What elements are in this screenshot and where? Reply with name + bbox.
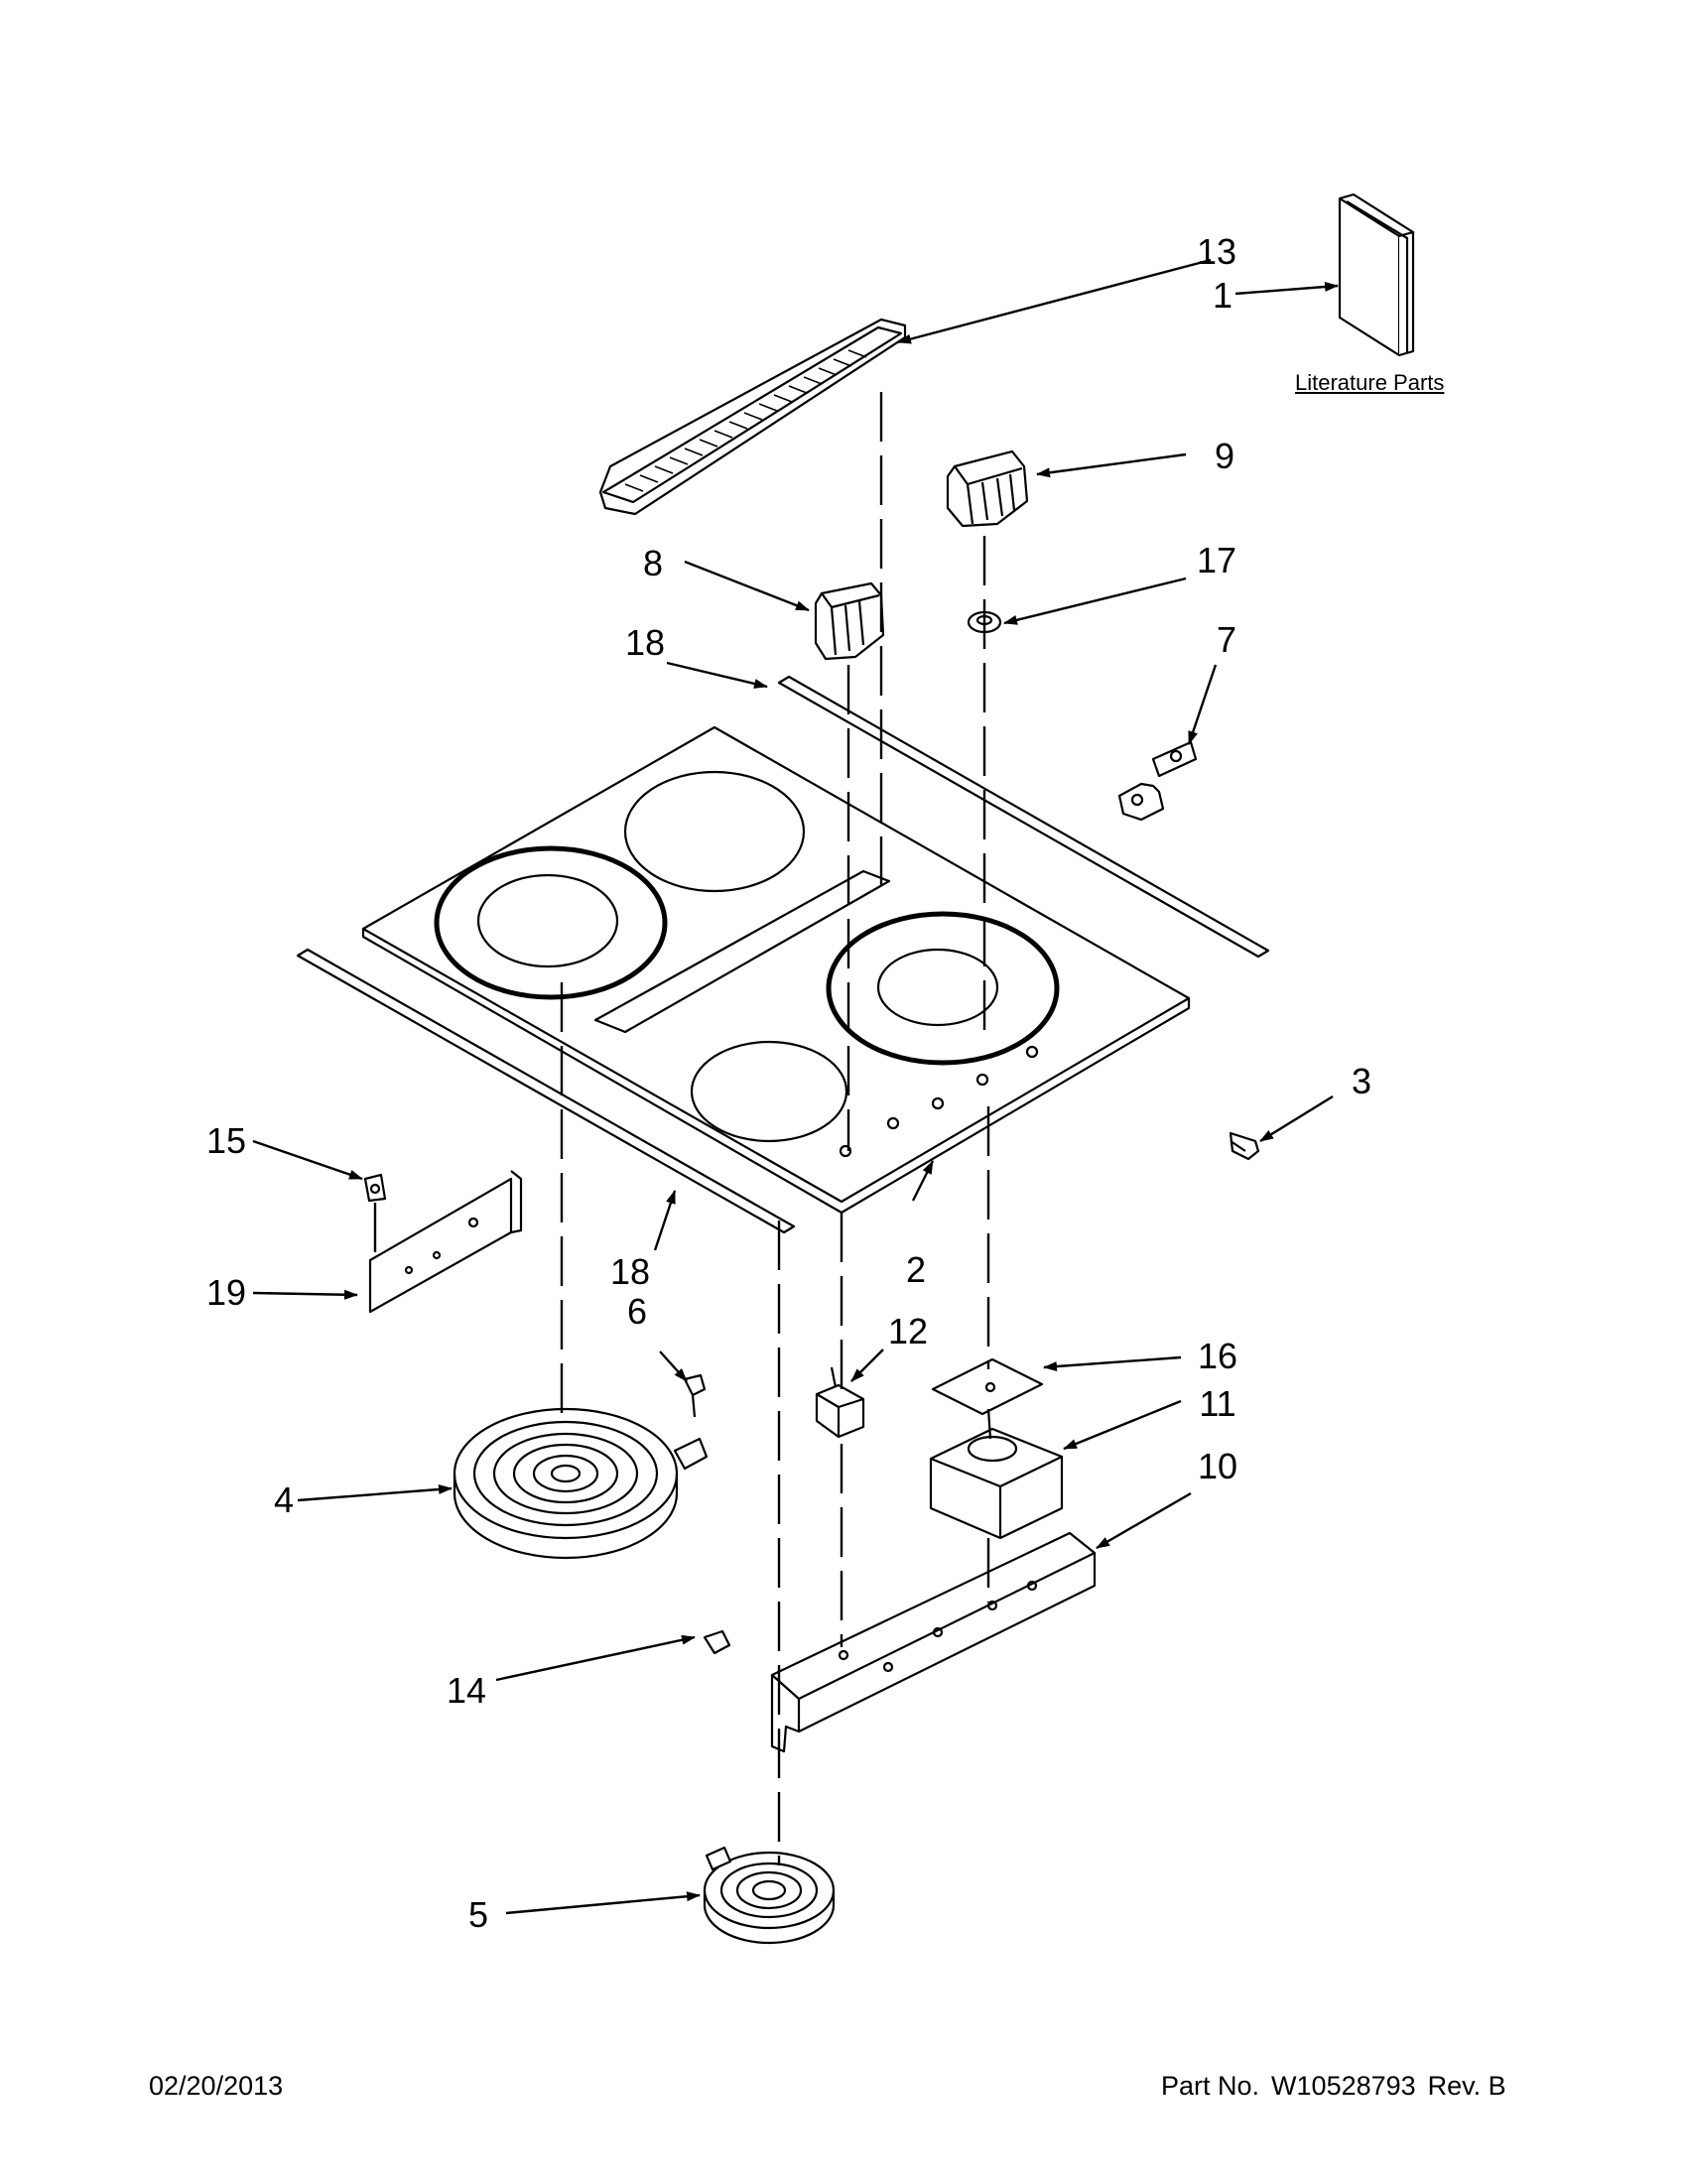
callout-13: 13 xyxy=(1196,231,1237,272)
literature-book-icon xyxy=(1338,193,1415,357)
callout-17: 17 xyxy=(1196,540,1237,580)
insulator-plate-icon xyxy=(931,1357,1044,1416)
screw-3-icon xyxy=(1229,1131,1260,1161)
callout-19: 19 xyxy=(205,1272,247,1313)
assembly-lines xyxy=(373,392,990,1865)
callout-1: 1 xyxy=(1212,275,1233,316)
trim-strip-front-icon xyxy=(296,948,796,1234)
part-number: W10528793 xyxy=(1271,2071,1416,2101)
footer-part-number: Part No. W10528793 Rev. B xyxy=(1161,2071,1518,2102)
literature-parts-label: Literature Parts xyxy=(1295,370,1445,395)
bracket-7-icon xyxy=(1117,740,1198,822)
callout-12: 12 xyxy=(887,1311,929,1351)
callout-8: 8 xyxy=(642,543,664,583)
large-knob-icon xyxy=(946,450,1029,528)
small-knob-icon xyxy=(814,581,885,661)
radiant-element-small-icon xyxy=(703,1846,836,1945)
vent-grille-icon xyxy=(598,318,907,516)
footer-date: 02/20/2013 xyxy=(149,2071,284,2101)
callout-7: 7 xyxy=(1216,619,1237,660)
callout-2: 2 xyxy=(905,1249,927,1290)
cooktop-glass-icon xyxy=(361,725,1191,1215)
switch-icon xyxy=(815,1366,865,1439)
screw-6-icon xyxy=(683,1373,707,1418)
callout-16: 16 xyxy=(1197,1336,1238,1376)
radiant-element-large-icon xyxy=(453,1407,709,1560)
callout-9: 9 xyxy=(1214,436,1235,476)
leader-arrows xyxy=(252,258,1339,1915)
trim-strip-rear-icon xyxy=(777,675,1270,959)
infinite-switch-icon xyxy=(929,1408,1064,1540)
callout-5: 5 xyxy=(467,1894,489,1935)
part-prefix: Part No. xyxy=(1161,2071,1260,2101)
control-bracket-icon xyxy=(770,1531,1097,1753)
callout-18-rear: 18 xyxy=(624,622,666,663)
callout-4: 4 xyxy=(273,1479,295,1520)
revision: Rev. B xyxy=(1427,2071,1506,2101)
callout-18-front: 18 xyxy=(609,1251,651,1292)
screw-14-icon xyxy=(703,1629,731,1655)
callout-3: 3 xyxy=(1351,1061,1372,1101)
callout-11: 11 xyxy=(1199,1383,1236,1424)
callout-10: 10 xyxy=(1197,1446,1238,1486)
mounting-bracket-icon xyxy=(368,1170,523,1314)
clip-icon xyxy=(363,1173,387,1203)
callout-14: 14 xyxy=(446,1670,487,1711)
callout-6: 6 xyxy=(626,1291,648,1332)
callout-15: 15 xyxy=(205,1120,247,1161)
